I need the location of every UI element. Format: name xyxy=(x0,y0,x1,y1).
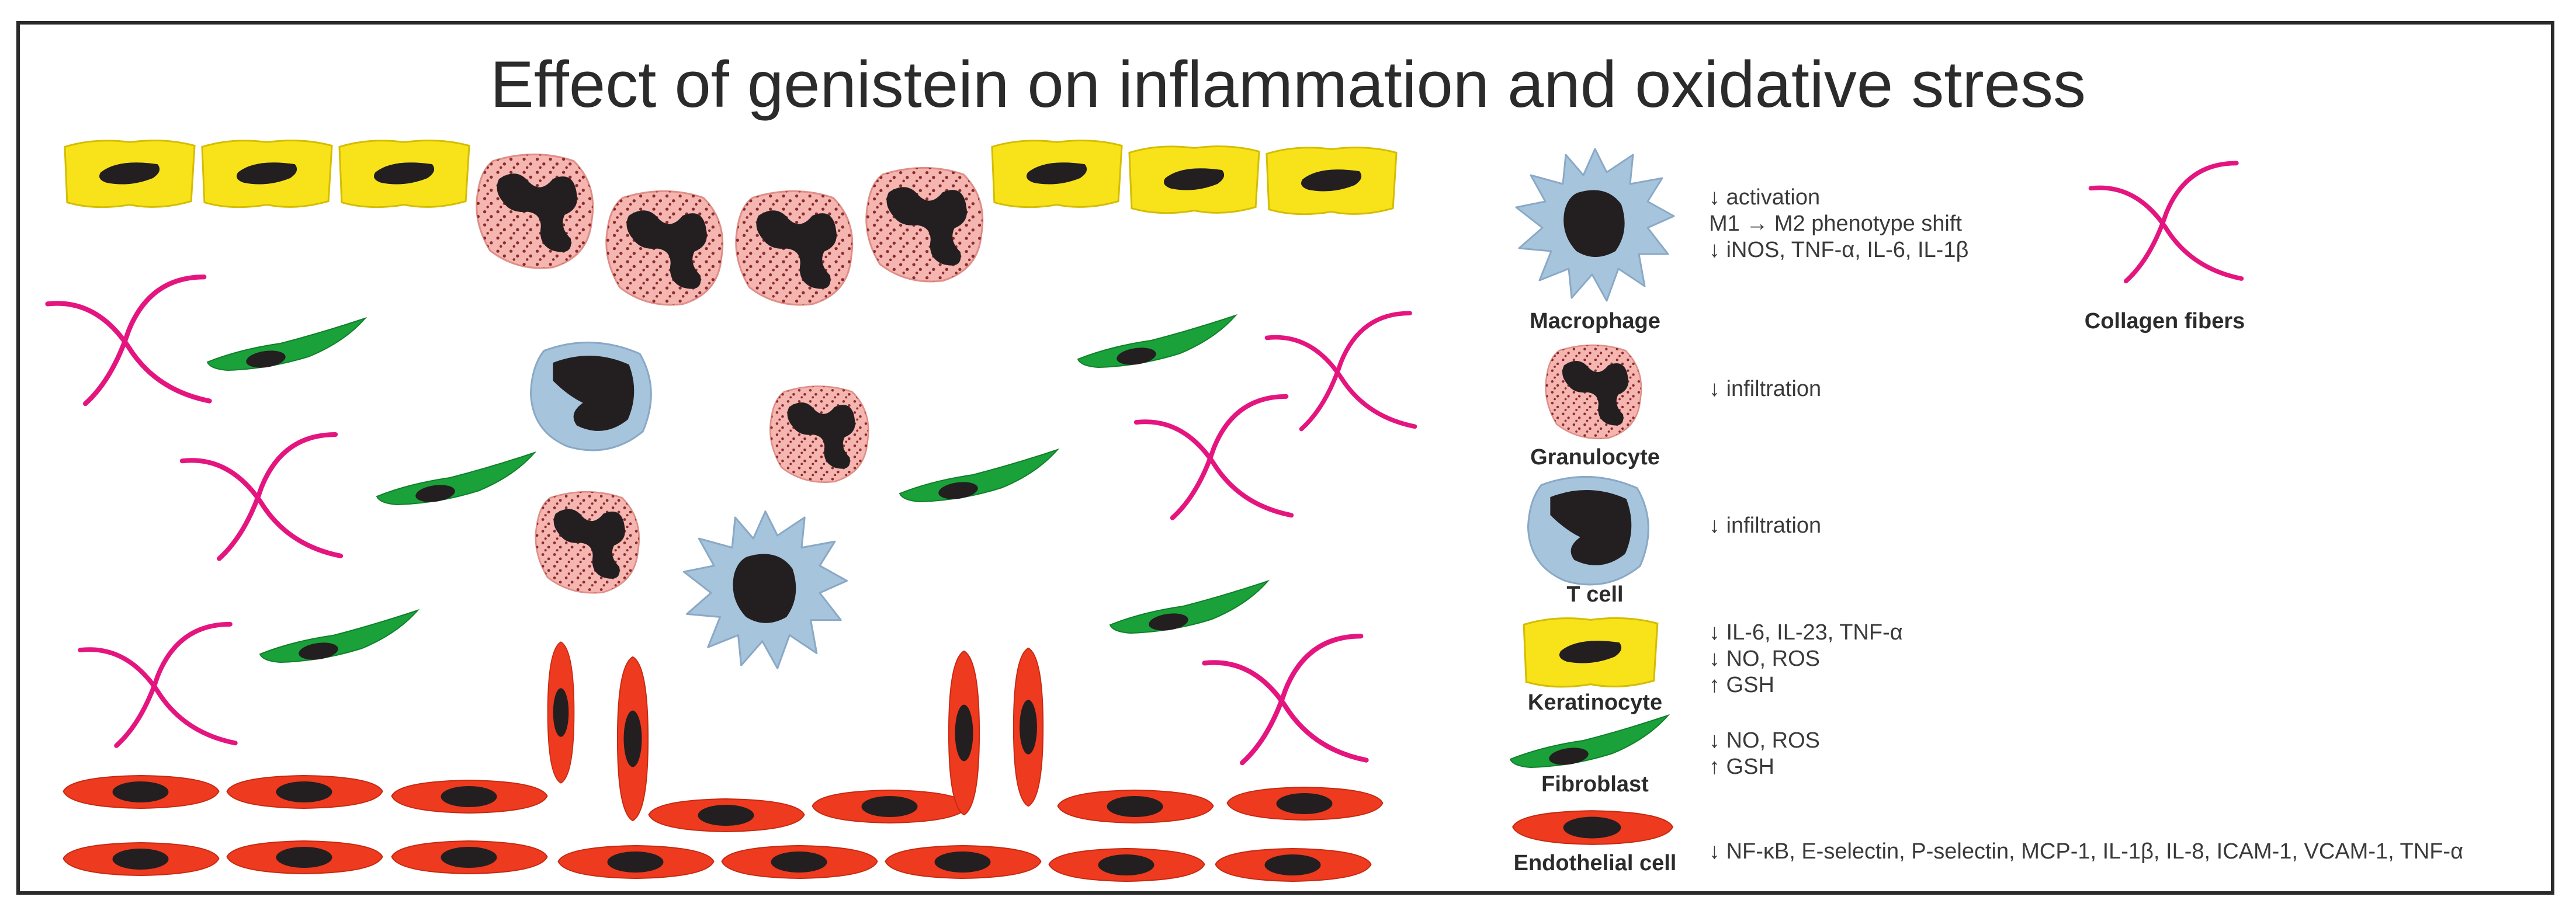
endothelial-cell xyxy=(1013,647,1044,807)
legend-fibroblast-effect: ↓ NO, ROS xyxy=(1709,728,1820,753)
macrophage-cell xyxy=(682,510,848,669)
endothelial-cell xyxy=(1057,789,1214,824)
endothelial-cell xyxy=(648,798,805,833)
endothelial-cell xyxy=(63,774,220,809)
legend-keratinocyte-icon xyxy=(1523,617,1659,688)
legend-tcell-icon xyxy=(1527,475,1649,586)
legend-collagen-label: Collagen fibers xyxy=(2085,309,2245,333)
fibroblast-cell xyxy=(1077,315,1236,368)
granulocyte-cell xyxy=(529,482,646,599)
endothelial-cell xyxy=(226,840,383,875)
t-cell xyxy=(529,341,652,451)
legend-endothelial-effect: ↓ NF-κB, E-selectin, P-selectin, MCP-1, … xyxy=(1709,839,2463,864)
legend-collagen-icon xyxy=(2091,163,2242,281)
granulocyte-cell xyxy=(599,180,730,311)
fibroblast-cell xyxy=(207,318,366,371)
legend-macrophage-label: Macrophage xyxy=(1530,309,1660,333)
endothelial-cell xyxy=(1226,786,1384,821)
fibroblast-cell xyxy=(1110,581,1268,634)
legend-macrophage-effect: ↓ activation xyxy=(1709,185,1820,210)
endothelial-cell xyxy=(226,774,383,809)
legend-macrophage-effect: ↓ iNOS, TNF-α, IL-6, IL-1β xyxy=(1709,238,1968,262)
dermis-layer xyxy=(48,277,1415,763)
granulocyte-cell xyxy=(469,143,601,274)
endothelial-cell xyxy=(812,789,969,824)
keratinocyte-cell xyxy=(338,140,470,208)
keratinocyte-cell xyxy=(991,140,1123,208)
legend-tcell-label: T cell xyxy=(1566,582,1623,607)
keratinocyte-cell xyxy=(1266,147,1398,216)
collagen-fiber xyxy=(48,277,210,404)
legend-tcell-effect: ↓ infiltration xyxy=(1709,513,1821,538)
endothelial-cell xyxy=(616,656,649,822)
legend-endothelial-label: Endothelial cell xyxy=(1514,851,1677,875)
granulocyte-cell xyxy=(764,377,875,488)
collagen-fiber xyxy=(1205,636,1367,763)
fibroblast-cell xyxy=(899,449,1058,502)
legend-keratinocyte-effect: ↓ IL-6, IL-23, TNF-α xyxy=(1709,620,1903,645)
legend-fibroblast-label: Fibroblast xyxy=(1541,772,1649,797)
legend-granulocyte-effect: ↓ infiltration xyxy=(1709,377,1821,401)
collagen-fiber xyxy=(1136,397,1291,518)
granulocyte-cell xyxy=(729,180,860,311)
endothelial-cell xyxy=(721,844,878,880)
legend-endothelial-icon xyxy=(1512,810,1673,845)
epidermis-layer xyxy=(64,140,1398,311)
endothelial-cell xyxy=(557,844,715,880)
blood-vessel xyxy=(63,641,1384,882)
endothelial-cell xyxy=(63,842,220,877)
endothelial-cell xyxy=(547,641,575,784)
legend-granulocyte-icon xyxy=(1540,336,1648,444)
endothelial-cell xyxy=(391,840,548,875)
granulocyte-cell xyxy=(859,157,990,288)
legend-macrophage-effect: M1 → M2 phenotype shift xyxy=(1709,211,1962,236)
figure-frame xyxy=(16,21,2554,895)
legend-keratinocyte-effect: ↓ NO, ROS xyxy=(1709,647,1820,671)
collagen-fiber xyxy=(182,435,341,558)
endothelial-cell xyxy=(1048,847,1205,882)
fibroblast-cell xyxy=(376,452,535,505)
keratinocyte-cell xyxy=(201,140,333,208)
legend-keratinocyte-effect: ↑ GSH xyxy=(1709,673,1774,697)
legend-keratinocyte-label: Keratinocyte xyxy=(1528,690,1662,715)
fibroblast-cell xyxy=(259,610,418,663)
figure-title: Effect of genistein on inflammation and … xyxy=(490,48,2086,121)
legend-fibroblast-effect: ↑ GSH xyxy=(1709,755,1774,779)
legend: Macrophage ↓ activation M1 → M2 phenotyp… xyxy=(1509,148,2463,875)
collagen-fiber xyxy=(80,624,235,746)
legend-granulocyte-label: Granulocyte xyxy=(1530,445,1660,470)
endothelial-cell xyxy=(1215,847,1372,882)
keratinocyte-cell xyxy=(64,140,196,208)
endothelial-cell xyxy=(885,844,1042,880)
endothelial-cell xyxy=(391,779,548,814)
legend-macrophage-icon xyxy=(1515,148,1675,302)
legend-fibroblast-icon xyxy=(1509,714,1669,769)
collagen-fiber xyxy=(1267,313,1414,429)
endothelial-cell xyxy=(948,650,980,816)
keratinocyte-cell xyxy=(1128,145,1260,214)
